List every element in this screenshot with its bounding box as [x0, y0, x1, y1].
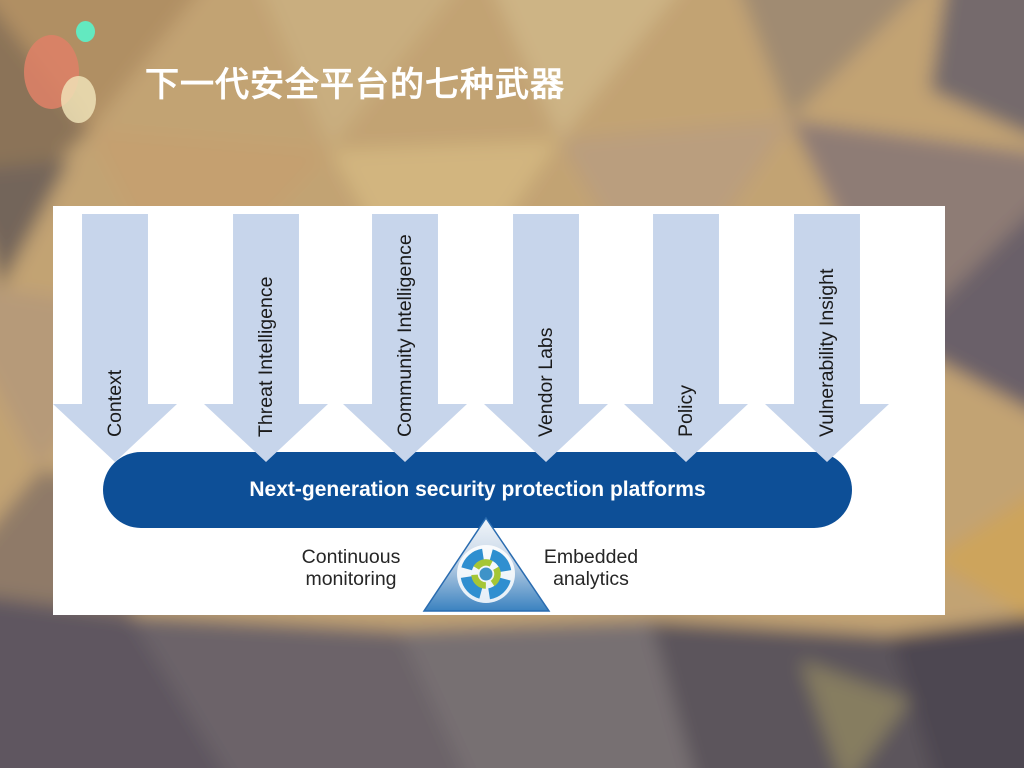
platform-bar: Next-generation security protection plat…: [103, 452, 852, 528]
arrow-label: Community Intelligence: [394, 234, 416, 437]
arrow-label: Vendor Labs: [535, 327, 557, 437]
arrow-label: Vulnerability Insight: [816, 268, 838, 437]
foundation-triangle: [422, 516, 551, 612]
decorative-circle-cream: [61, 76, 96, 123]
diagram-panel: Next-generation security protection plat…: [53, 206, 945, 615]
arrow-community-intelligence: Community Intelligence: [343, 214, 467, 462]
embedded-analytics-label: Embedded analytics: [543, 546, 639, 590]
decorative-circle-mint: [76, 21, 95, 42]
arrow-vulnerability-insight: Vulnerability Insight: [765, 214, 889, 462]
slide-title: 下一代安全平台的七种武器: [145, 66, 565, 104]
arrow-context: Context: [53, 214, 177, 462]
arrow-label: Policy: [675, 384, 697, 437]
continuous-monitoring-label: Continuous monitoring: [301, 546, 401, 590]
arrow-policy: Policy: [624, 214, 748, 462]
arrow-vendor-labs: Vendor Labs: [484, 214, 608, 462]
security-cycle-icon: [457, 545, 515, 603]
arrow-label: Context: [104, 369, 126, 437]
arrow-label: Threat Intelligence: [255, 276, 277, 437]
arrow-threat-intelligence: Threat Intelligence: [204, 214, 328, 462]
